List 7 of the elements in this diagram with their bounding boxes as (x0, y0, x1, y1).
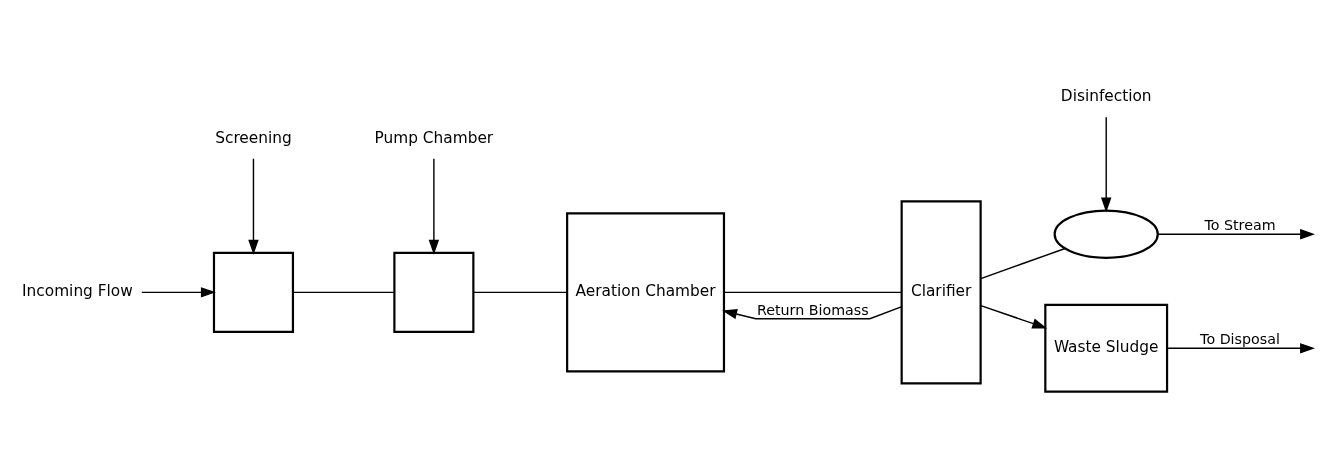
node-text: Pump Chamber (374, 128, 494, 147)
edge-label: Return Biomass (756, 301, 869, 318)
node-text: Screening (215, 128, 292, 147)
edge-label: To Disposal (1200, 331, 1280, 348)
edge-label: To Stream (1204, 217, 1276, 234)
node-text: Disinfection (1060, 87, 1152, 106)
node-text: Incoming Flow (22, 282, 133, 301)
